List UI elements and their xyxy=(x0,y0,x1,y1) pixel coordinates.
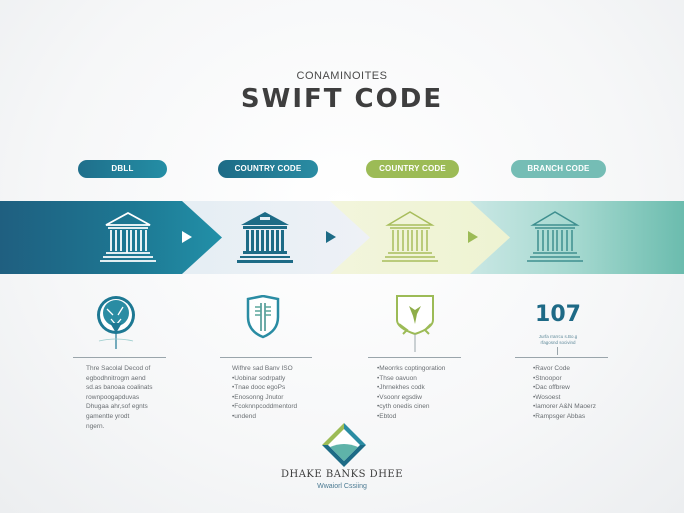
column-rule xyxy=(220,357,312,358)
step-pill-3[interactable]: COUNTRY CODE xyxy=(366,160,459,178)
crest-icon xyxy=(396,295,434,352)
column-3-text: •Meorrks coptingoration •Thse oavuon •Jh… xyxy=(377,365,446,420)
step-pill-1[interactable]: DBLL xyxy=(78,160,167,178)
column-4-text: •Ravor Code •Stnoopor •Dac offbrew •Woso… xyxy=(533,365,596,420)
process-band xyxy=(0,201,684,274)
play-arrow-icon xyxy=(182,231,192,243)
band-segment-1 xyxy=(0,201,222,274)
bank-icon xyxy=(382,211,438,262)
column-1-text: Thre Sacolal Decod of egbodhnitrogm aend… xyxy=(86,365,153,430)
page-title: SWIFT CODE xyxy=(240,84,444,114)
shield-icon xyxy=(246,295,280,339)
play-arrow-icon xyxy=(468,231,478,243)
bank-icon xyxy=(237,212,293,263)
code-length-number: 107 xyxy=(535,302,581,327)
column-rule xyxy=(73,357,166,358)
bank-icon xyxy=(100,211,156,262)
step-pill-2[interactable]: COUNTRY CODE xyxy=(218,160,318,178)
column-rule xyxy=(368,357,461,358)
step-pill-4[interactable]: BRANCH CODE xyxy=(511,160,606,178)
brand-logo-icon xyxy=(322,423,366,467)
brand-tagline: Wwaiorl Cssiing xyxy=(317,483,367,490)
connector-line xyxy=(557,347,558,355)
brand-name: DHAKE BANKS DHEE xyxy=(280,469,404,480)
tree-globe-icon xyxy=(97,296,135,349)
number-caption: Jurfa rrarrcu s.Bo.g rfagosnd socivind xyxy=(538,334,578,345)
column-rule xyxy=(515,357,608,358)
play-arrow-icon xyxy=(326,231,336,243)
bank-icon xyxy=(527,211,583,262)
column-2-text: Wifhre sad Banv ISO •Uobinar sodrpatly •… xyxy=(232,365,298,420)
subtitle: CONAMINOITES xyxy=(296,70,388,82)
